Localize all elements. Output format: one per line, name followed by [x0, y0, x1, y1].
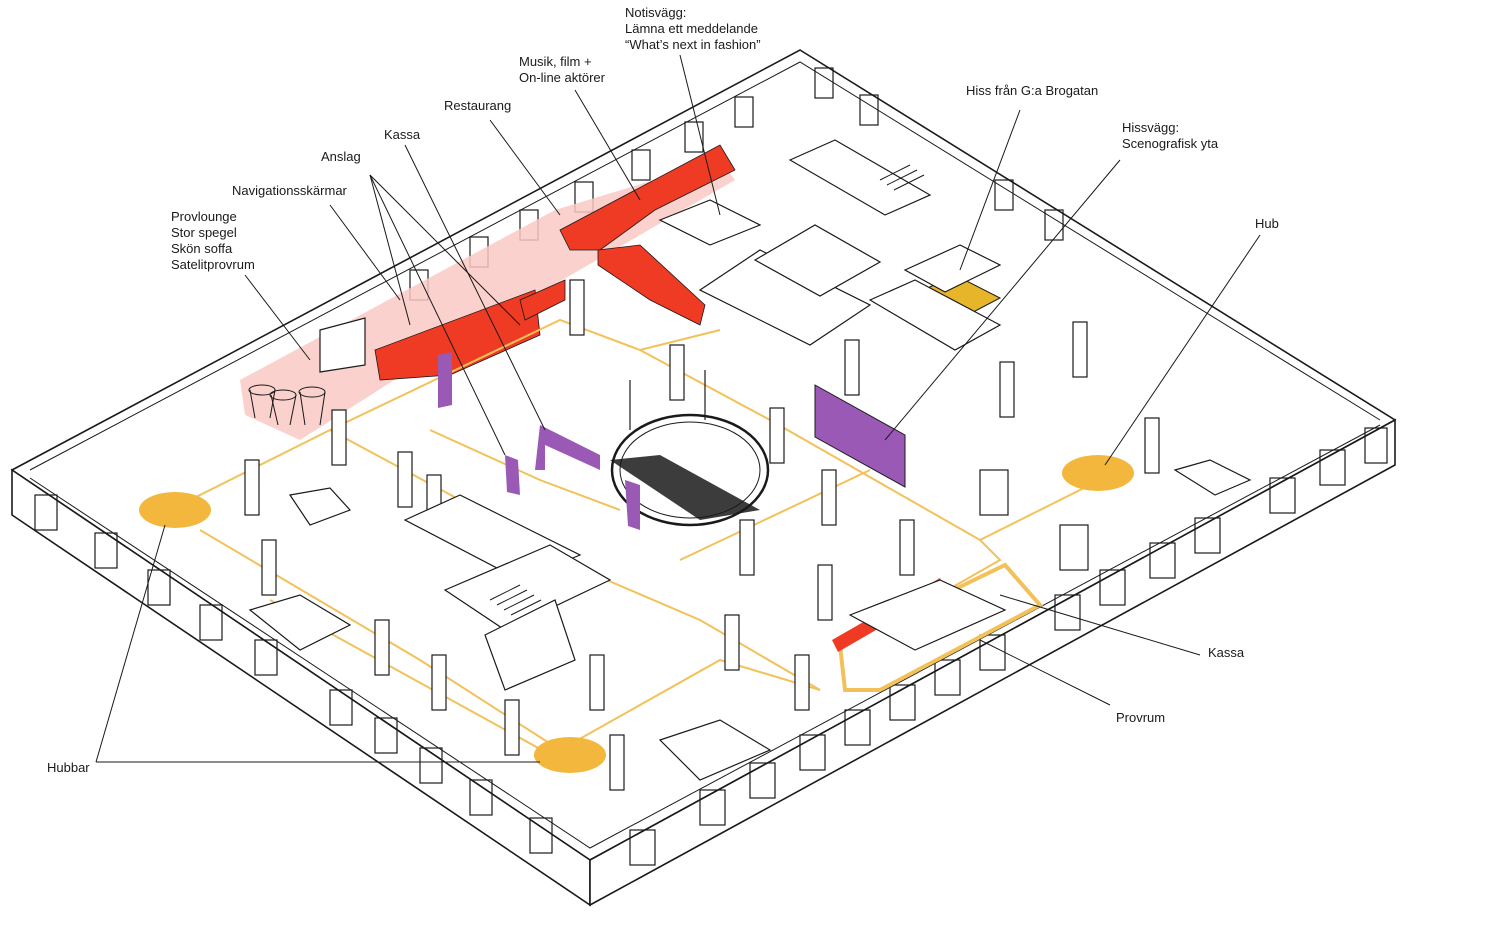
- label-kassa-right: Kassa: [1208, 645, 1245, 660]
- provrum-frame: [837, 562, 1044, 692]
- label-hubbar: Hubbar: [47, 760, 90, 775]
- windows-front-right: [629, 427, 1388, 866]
- inner-wall-line-front: [29, 424, 1381, 849]
- purple-sign-3: [505, 455, 520, 495]
- windows-front-left: [34, 494, 553, 854]
- lounge-chairs: [248, 384, 326, 426]
- label-hissvagg: Hissvägg:Scenografisk yta: [1122, 120, 1219, 151]
- facade-front-right: [589, 418, 1396, 907]
- hub-left: [139, 492, 211, 528]
- stairs: [489, 164, 925, 616]
- hub-bottom: [534, 737, 606, 773]
- stor-spegel: [319, 317, 366, 373]
- atrium-ring-inner: [619, 421, 761, 519]
- kassa-counter: [374, 289, 541, 381]
- leader-lines: [95, 54, 1261, 763]
- restaurang-counter: [519, 279, 566, 321]
- musik-counter: [559, 144, 736, 251]
- label-musik: Musik, film +On-line aktörer: [519, 54, 605, 85]
- hub-right: [1062, 455, 1134, 491]
- label-hub: Hub: [1255, 216, 1279, 231]
- inner-rooms: [248, 139, 1252, 781]
- label-notis: Notisvägg:Lämna ett meddelande“What’s ne…: [625, 5, 761, 52]
- purple-sign-4: [625, 480, 640, 530]
- purple-sign-2: [535, 425, 600, 470]
- hissvagg-purple: [814, 384, 906, 488]
- label-provrum: Provrum: [1116, 710, 1166, 725]
- red-bar-long: [597, 244, 706, 326]
- label-restaurang: Restaurang: [444, 98, 512, 113]
- purple-sign-1: [438, 352, 452, 408]
- atrium-ring: [610, 413, 770, 527]
- inner-wall-line-left: [29, 61, 1381, 471]
- label-navigation: Navigationsskärmar: [232, 183, 347, 198]
- label-kassa-top: Kassa: [384, 127, 421, 142]
- label-hiss: Hiss från G:a Brogatan: [966, 83, 1099, 98]
- columns: [244, 279, 1160, 791]
- escalator: [610, 455, 760, 520]
- label-anslag: Anslag: [321, 149, 361, 164]
